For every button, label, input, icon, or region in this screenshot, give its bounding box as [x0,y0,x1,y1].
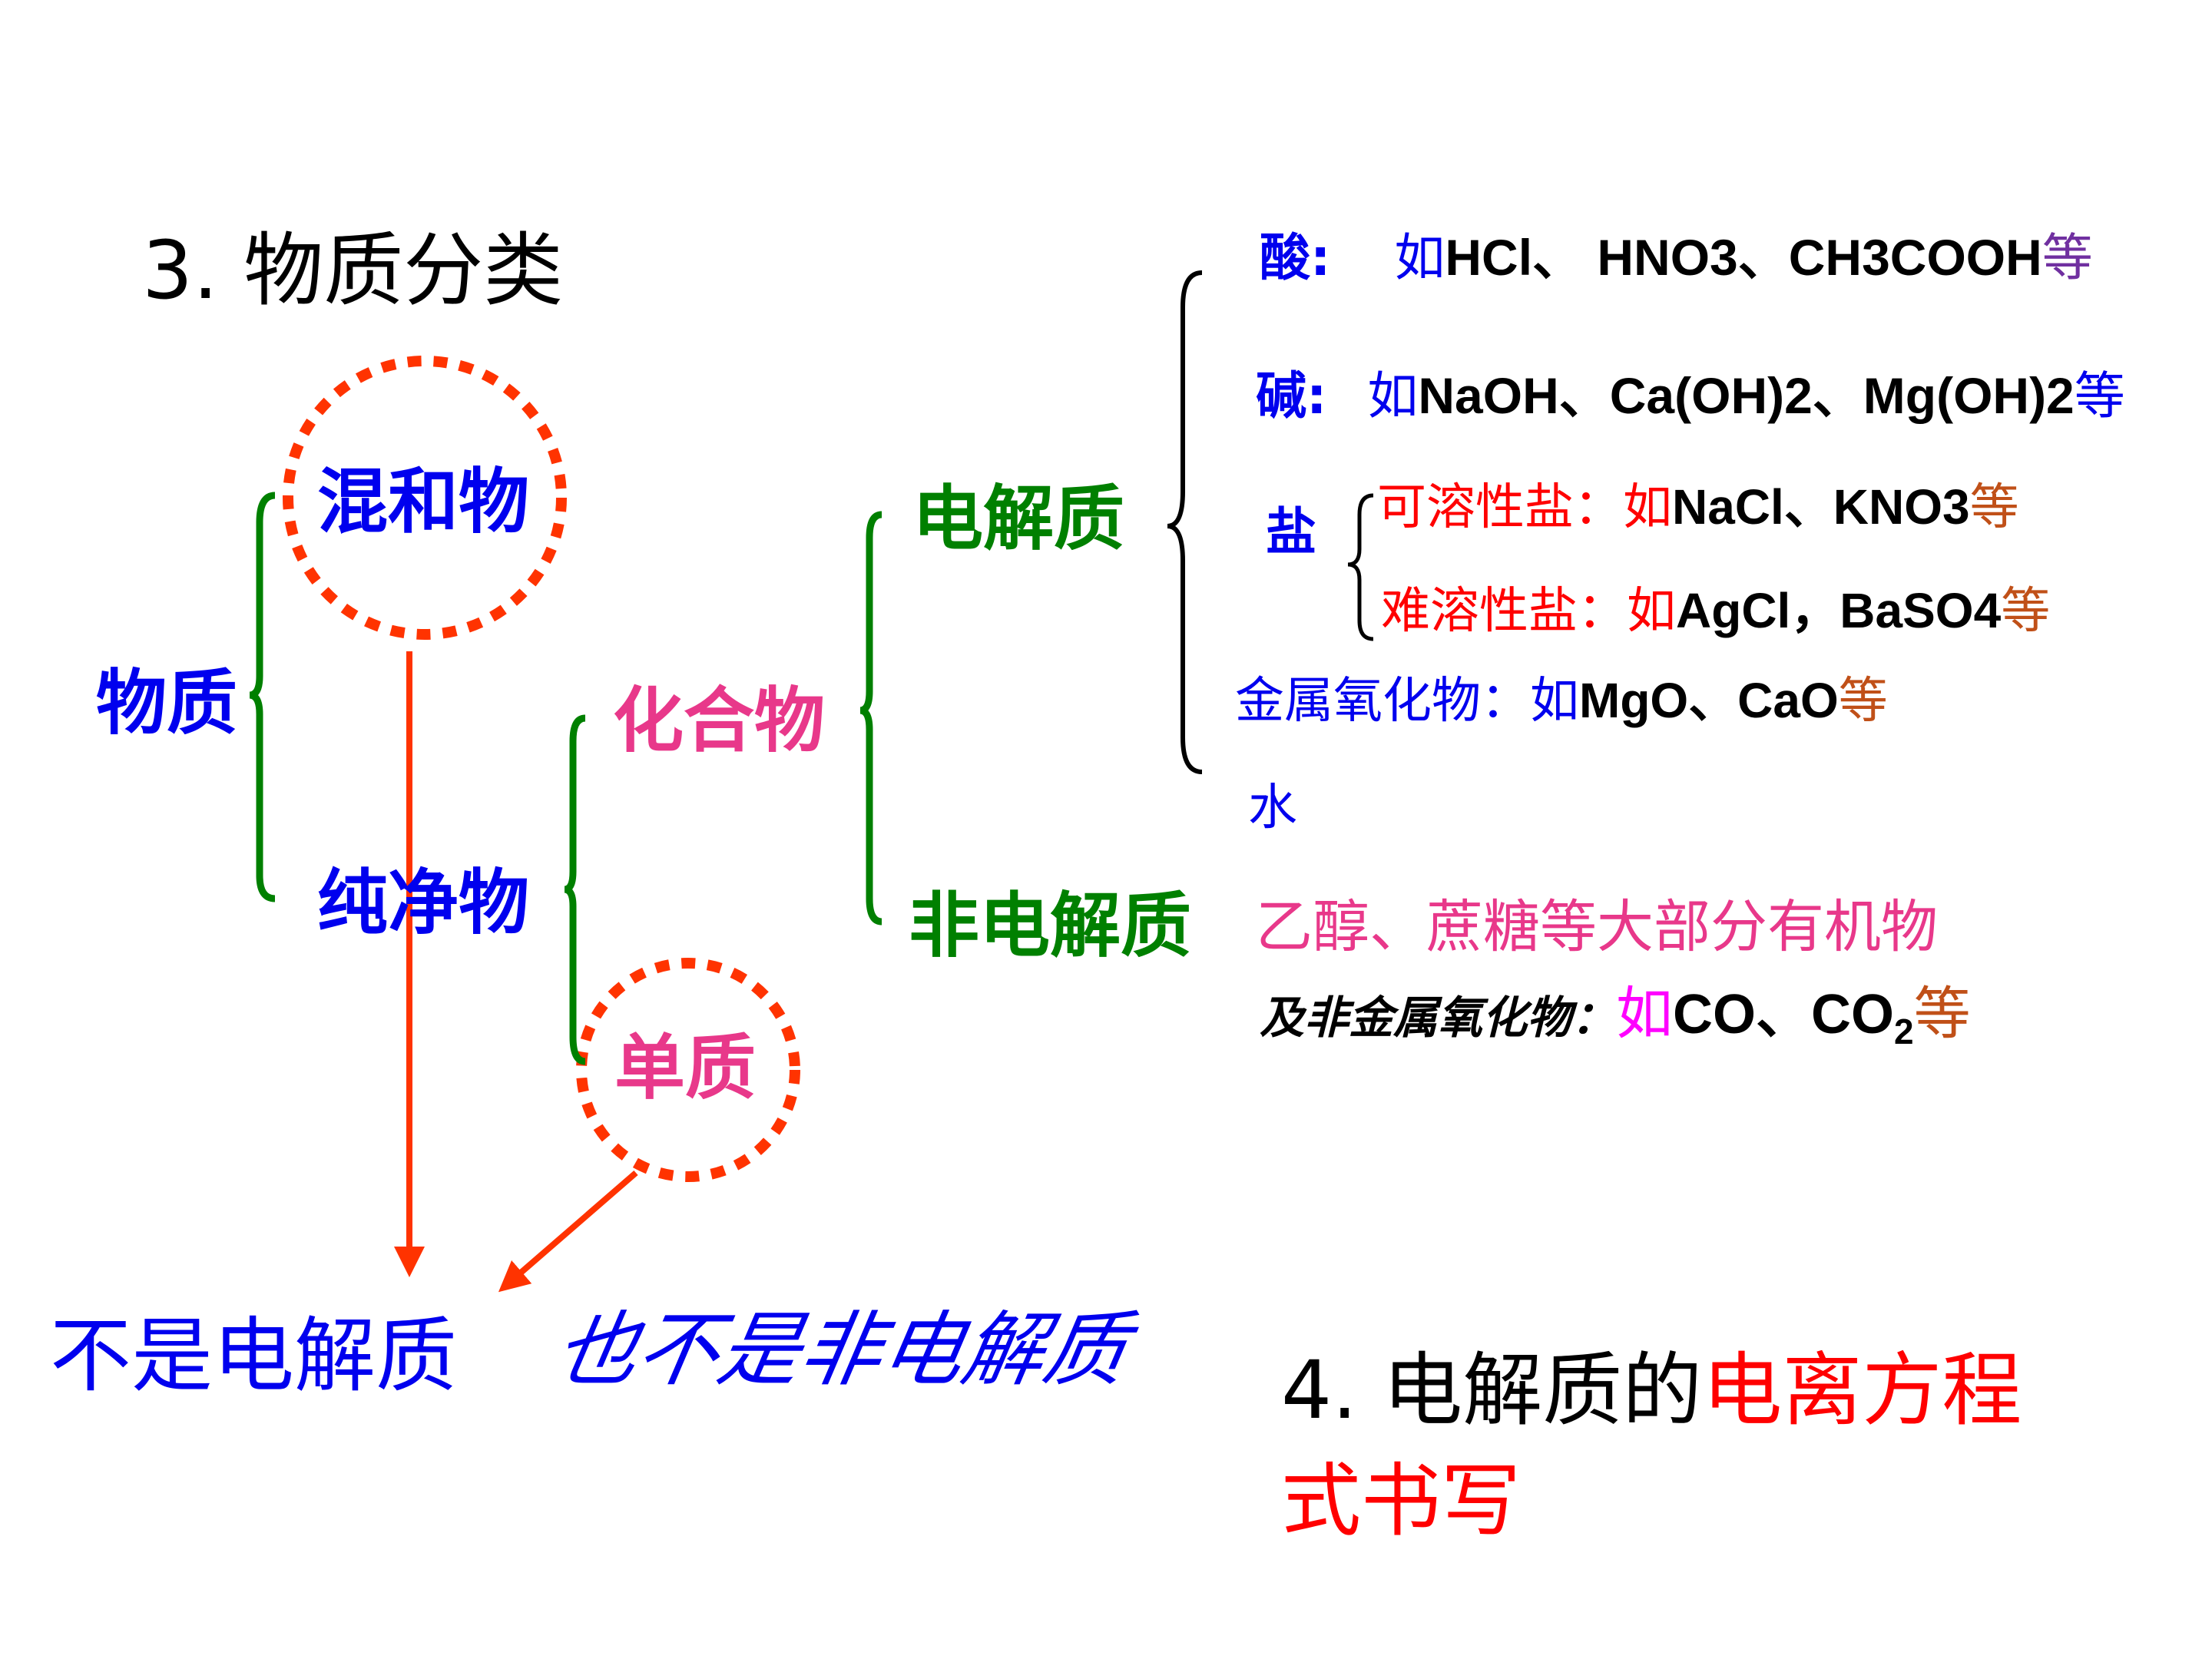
acid-formula: HCl、 HNO3、CH3COOH [1445,229,2042,286]
base-ru: 如 [1367,366,1419,426]
soluble-salt-label: 可溶性盐： [1377,479,1623,536]
brace-pure-substance [564,714,586,1065]
insoluble-salt-ru: 如 [1627,583,1676,640]
acid-ru: 如 [1394,228,1445,287]
metal-oxide-row: 金属氧化物：如MgO、CaO等 [1235,676,1888,726]
metal-oxide-label: 金属氧化物： [1235,673,1530,730]
node-mixture: 混和物 [317,461,530,543]
insoluble-salt-deng: 等 [2001,583,2051,640]
brace-substance [249,492,276,902]
node-electrolyte: 电解质 [912,478,1125,560]
water-label: 水 [1248,780,1297,836]
not-electrolyte-text: 不是电解质 [50,1309,457,1403]
section-3-number: 3. [142,224,219,317]
soluble-salt-ru: 如 [1623,479,1672,536]
nonmetal-oxide-formula: CO、CO [1673,984,1895,1045]
nonmetal-oxide-label: 及非金属氧化物： [1260,992,1617,1044]
not-nonelectrolyte-text: 也不是非电解质 [548,1303,1135,1397]
acid-row: 酸: 如HCl、 HNO3、CH3COOH等 [1260,232,2093,283]
section-4-black-text: 电解质的 [1382,1343,1703,1437]
acid-deng: 等 [2041,228,2093,287]
nonmetal-oxide-ru: 如 [1616,981,1674,1047]
metal-oxide-formula: MgO、CaO [1579,673,1839,728]
section-4-line-1: 4. 电解质的电离方程 [1281,1350,2022,1430]
element-dotted-circle [576,958,800,1182]
base-row: 碱: 如NaOH、Ca(OH)2、Mg(OH)2等 [1256,370,2125,422]
section-3-text: 物质分类 [243,224,564,317]
acid-label: 酸: [1260,228,1331,287]
brace-electrolyte [1167,270,1203,774]
soluble-salt-formula: NaCl、KNO3 [1672,479,1970,535]
node-compound: 化合物 [613,680,826,762]
mixture-dotted-circle [283,356,567,640]
metal-oxide-ru: 如 [1530,673,1579,730]
metal-oxide-deng: 等 [1838,673,1888,730]
node-substance: 物质 [96,662,238,744]
base-formula: NaOH、Ca(OH)2、Mg(OH)2 [1418,367,2075,424]
nonmetal-oxide-deng: 等 [1913,981,1971,1047]
section-3-title: 3. 物质分类 [142,230,563,310]
arrow-element-diagonal [498,1170,638,1293]
brace-compound [859,511,882,926]
insoluble-salt-label: 难溶性盐： [1381,583,1627,640]
nonelectrolyte-oxides-row: 及非金属氧化物：如CO、CO2等 [1260,985,1971,1049]
insoluble-salt-formula: AgCl，BaSO4 [1676,583,2002,638]
insoluble-salt-row: 难溶性盐：如AgCl，BaSO4等 [1381,586,2050,636]
node-nonelectrolyte: 非电解质 [909,885,1192,967]
salt-label: 盐 [1266,502,1316,561]
nonelectrolyte-organics: 乙醇、蔗糖等大部分有机物 [1256,894,1938,960]
brace-salt [1347,493,1374,641]
base-label: 碱: [1256,366,1327,426]
node-pure-substance: 纯净物 [317,862,530,944]
base-deng: 等 [2074,366,2125,426]
soluble-salt-deng: 等 [1969,479,2019,536]
section-4-line-2: 式书写 [1281,1454,1522,1548]
node-element: 单质 [614,1027,757,1109]
section-4-red-text-1: 电离方程 [1702,1343,2022,1437]
section-4-number: 4. [1281,1343,1358,1437]
soluble-salt-row: 可溶性盐：如NaCl、KNO3等 [1377,482,2019,532]
co2-subscript: 2 [1894,1012,1914,1052]
